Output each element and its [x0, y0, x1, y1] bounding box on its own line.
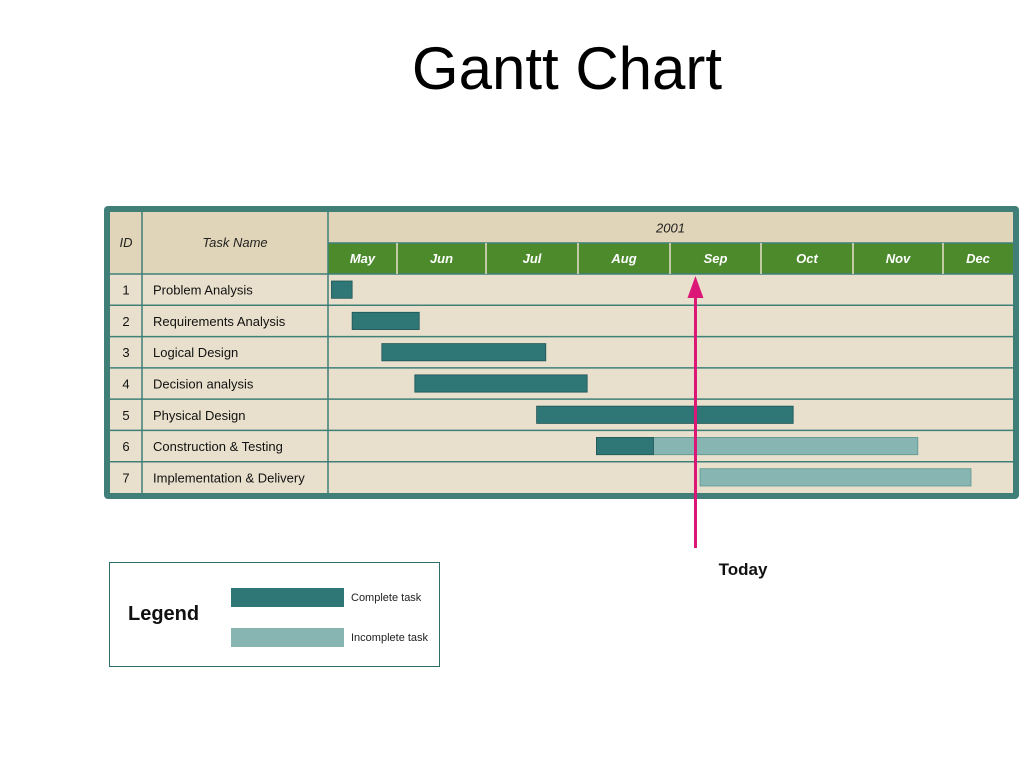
task-bar-incomplete — [653, 437, 919, 456]
month-label-jun: Jun — [430, 251, 453, 266]
task-name: Physical Design — [153, 408, 246, 423]
task-id: 1 — [122, 283, 129, 298]
month-cell-jul — [486, 243, 578, 274]
header-task-name: Task Name — [202, 235, 267, 250]
year-header-bg — [328, 212, 1013, 243]
slide-title: Gantt Chart — [411, 35, 723, 102]
month-label-oct: Oct — [796, 251, 818, 266]
month-label-dec: Dec — [966, 251, 991, 266]
task-name: Decision analysis — [153, 377, 254, 392]
legend: Legend Complete task Incomplete task — [109, 562, 440, 667]
task-bar-complete — [536, 405, 794, 424]
task-bar-complete — [414, 374, 588, 393]
task-bar-complete — [331, 280, 353, 299]
task-id: 7 — [122, 470, 129, 485]
header-left-bg — [110, 212, 328, 274]
task-bar-incomplete — [699, 468, 972, 487]
today-label: Today — [718, 560, 768, 579]
month-cell-dec — [943, 243, 1013, 274]
month-label-sep: Sep — [704, 251, 728, 266]
month-label-may: May — [350, 251, 376, 266]
task-id: 6 — [122, 439, 129, 454]
task-id: 2 — [122, 314, 129, 329]
today-arrowhead — [687, 276, 704, 298]
month-cell-sep — [670, 243, 761, 274]
task-name: Construction & Testing — [153, 439, 283, 454]
legend-swatch-incomplete — [231, 628, 344, 647]
task-name: Requirements Analysis — [153, 314, 286, 329]
task-bar-complete — [351, 311, 420, 330]
legend-label-complete: Complete task — [351, 592, 422, 604]
header-id: ID — [120, 235, 133, 250]
legend-title: Legend — [128, 603, 200, 625]
month-cell-jun — [397, 243, 486, 274]
task-name: Logical Design — [153, 345, 238, 360]
task-name: Implementation & Delivery — [153, 470, 305, 485]
task-id: 4 — [122, 377, 129, 392]
task-bar-complete — [381, 343, 547, 362]
header-year: 2001 — [655, 221, 685, 236]
legend-swatch-complete — [231, 588, 344, 607]
month-label-nov: Nov — [886, 251, 911, 266]
legend-label-incomplete: Incomplete task — [351, 632, 429, 644]
month-cell-may — [328, 243, 397, 274]
month-cell-aug — [578, 243, 670, 274]
task-id: 5 — [122, 408, 129, 423]
month-cell-oct — [761, 243, 853, 274]
task-bar-complete — [596, 437, 654, 456]
month-label-aug: Aug — [610, 251, 636, 266]
task-id: 3 — [122, 345, 129, 360]
task-name: Problem Analysis — [153, 283, 253, 298]
month-cell-nov — [853, 243, 943, 274]
month-label-jul: Jul — [523, 251, 542, 266]
